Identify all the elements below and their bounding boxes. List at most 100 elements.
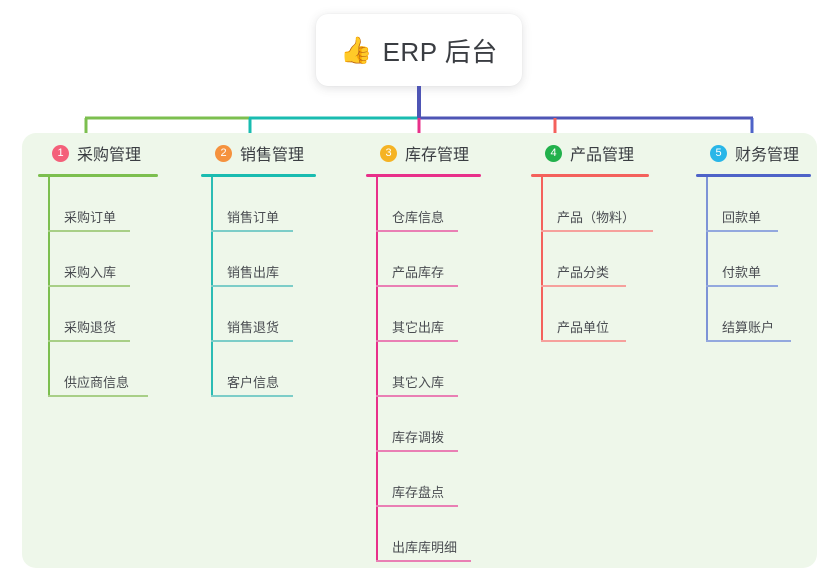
column-4: 4 产品管理产品（物料） 产品分类产品单位 [531, 140, 691, 342]
list-item-rule [376, 285, 458, 287]
list-item-rule [541, 285, 626, 287]
column-items-2: 销售订单销售出库销售退货客户信息 [201, 177, 351, 397]
column-rule-1 [38, 174, 158, 177]
list-item[interactable]: 其它出库 [366, 287, 516, 342]
list-item[interactable]: 销售出库 [201, 232, 351, 287]
column-rule-3 [366, 174, 481, 177]
list-item-label: 回款单 [722, 210, 762, 225]
list-item[interactable]: 采购退货 [38, 287, 188, 342]
column-items-3: 仓库信息产品库存其它出库其它入库库存调拨库存盘点出库库明细 [366, 177, 516, 562]
column-rule-2 [201, 174, 316, 177]
list-item-rule [211, 285, 293, 287]
list-item[interactable]: 供应商信息 [38, 342, 188, 397]
list-item[interactable]: 库存盘点 [366, 452, 516, 507]
list-item-label: 库存调拨 [392, 430, 445, 445]
list-item-rule [706, 285, 778, 287]
column-items-5: 回款单付款单结算账户 [696, 177, 839, 342]
column-3: 3 库存管理仓库信息产品库存其它出库其它入库库存调拨库存盘点出库库明细 [366, 140, 516, 562]
column-spine-2 [211, 177, 213, 397]
list-item-label: 产品分类 [557, 265, 610, 280]
column-header-3[interactable]: 3 库存管理 [366, 140, 516, 166]
column-header-2[interactable]: 2 销售管理 [201, 140, 351, 166]
list-item-rule [706, 230, 778, 232]
column-badge-1: 1 [52, 144, 69, 162]
list-item[interactable]: 出库库明细 [366, 507, 516, 562]
column-title-5: 财务管理 [735, 147, 800, 164]
list-item-label: 结算账户 [722, 320, 775, 335]
list-item-label: 其它入库 [392, 375, 445, 390]
list-item[interactable]: 产品（物料） [531, 177, 691, 232]
column-items-4: 产品（物料） 产品分类产品单位 [531, 177, 691, 342]
list-item[interactable]: 客户信息 [201, 342, 351, 397]
thumbs-up-icon: 👍 [340, 35, 373, 65]
root-node-card[interactable]: 👍 ERP 后台 [316, 14, 522, 86]
list-item-rule [211, 340, 293, 342]
list-item[interactable]: 产品库存 [366, 232, 516, 287]
column-title-4: 产品管理 [570, 147, 635, 164]
list-item-rule [376, 340, 458, 342]
column-badge-3: 3 [380, 144, 397, 162]
list-item[interactable]: 产品单位 [531, 287, 691, 342]
list-item-rule [376, 505, 458, 507]
list-item[interactable]: 销售订单 [201, 177, 351, 232]
list-item-label: 采购订单 [64, 210, 117, 225]
list-item-label: 产品单位 [557, 320, 610, 335]
list-item-rule [706, 340, 791, 342]
list-item-rule [211, 230, 293, 232]
list-item-label: 销售订单 [227, 210, 280, 225]
list-item-label: 客户信息 [227, 375, 280, 390]
list-item-rule [541, 340, 626, 342]
list-item[interactable]: 库存调拨 [366, 397, 516, 452]
column-badge-4: 4 [545, 144, 562, 162]
list-item-label: 供应商信息 [64, 375, 130, 390]
column-header-1[interactable]: 1 采购管理 [38, 140, 188, 166]
list-item[interactable]: 结算账户 [696, 287, 839, 342]
list-item[interactable]: 采购订单 [38, 177, 188, 232]
list-item[interactable]: 回款单 [696, 177, 839, 232]
column-badge-5: 5 [710, 144, 727, 162]
list-item[interactable]: 采购入库 [38, 232, 188, 287]
column-header-4[interactable]: 4 产品管理 [531, 140, 691, 166]
list-item[interactable]: 仓库信息 [366, 177, 516, 232]
column-spine-1 [48, 177, 50, 397]
column-title-1: 采购管理 [77, 147, 142, 164]
list-item-label: 产品（物料） [557, 210, 636, 225]
column-spine-5 [706, 177, 708, 342]
list-item-rule [541, 230, 653, 232]
list-item-rule [48, 285, 130, 287]
column-title-3: 库存管理 [405, 147, 470, 164]
column-title-2: 销售管理 [240, 147, 305, 164]
column-header-5[interactable]: 5 财务管理 [696, 140, 839, 166]
list-item-label: 付款单 [722, 265, 762, 280]
list-item-rule [376, 560, 471, 562]
column-spine-4 [541, 177, 543, 342]
list-item-rule [376, 395, 458, 397]
list-item-rule [376, 450, 458, 452]
list-item[interactable]: 销售退货 [201, 287, 351, 342]
list-item-rule [376, 230, 458, 232]
list-item-label: 仓库信息 [392, 210, 445, 225]
column-spine-3 [376, 177, 378, 562]
list-item-label: 库存盘点 [392, 485, 445, 500]
list-item-label: 采购退货 [64, 320, 117, 335]
column-5: 5 财务管理回款单付款单结算账户 [696, 140, 839, 342]
list-item[interactable]: 产品分类 [531, 232, 691, 287]
list-item-label: 产品库存 [392, 265, 445, 280]
column-badge-2: 2 [215, 144, 232, 162]
list-item-rule [48, 340, 130, 342]
column-2: 2 销售管理销售订单销售出库销售退货客户信息 [201, 140, 351, 397]
diagram-panel [22, 133, 817, 568]
column-rule-4 [531, 174, 649, 177]
column-items-1: 采购订单采购入库采购退货供应商信息 [38, 177, 188, 397]
list-item-rule [48, 395, 148, 397]
list-item[interactable]: 付款单 [696, 232, 839, 287]
list-item-label: 其它出库 [392, 320, 445, 335]
column-rule-5 [696, 174, 811, 177]
list-item-rule [48, 230, 130, 232]
list-item[interactable]: 其它入库 [366, 342, 516, 397]
list-item-rule [211, 395, 293, 397]
list-item-label: 销售出库 [227, 265, 280, 280]
list-item-label: 出库库明细 [392, 540, 458, 555]
list-item-label: 销售退货 [227, 320, 280, 335]
list-item-label: 采购入库 [64, 265, 117, 280]
